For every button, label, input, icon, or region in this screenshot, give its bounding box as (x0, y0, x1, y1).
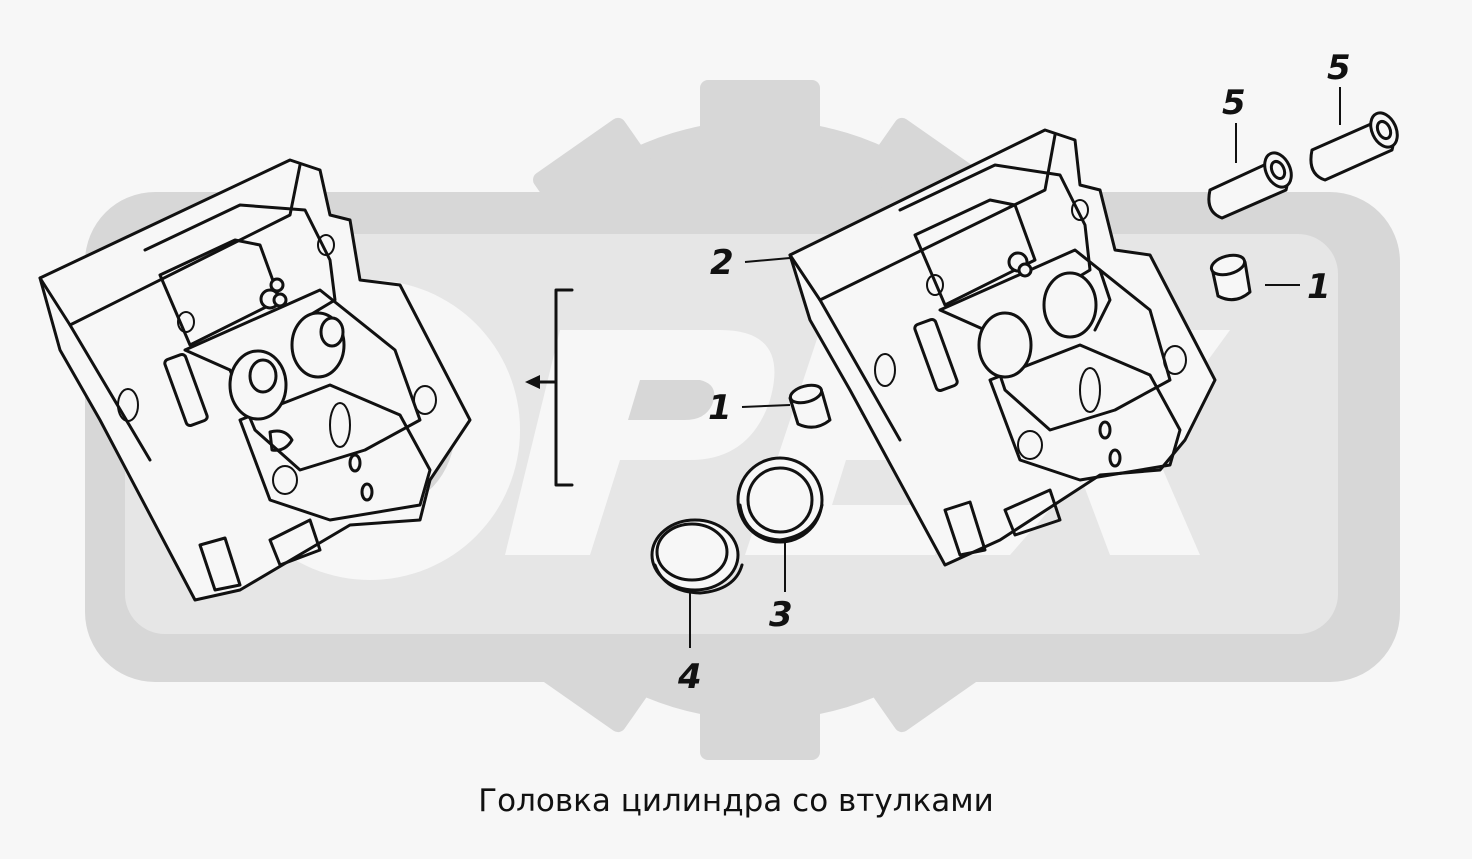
valve-seat-ring-small (650, 518, 744, 595)
valve-seat-ring-large (736, 456, 824, 544)
valve-seat-insert-small-left (788, 383, 832, 429)
valve-guide-right (1309, 111, 1399, 182)
leader-lines (689, 87, 1341, 648)
cylinder-head-bare (788, 128, 1217, 567)
callout-5-left: 5 (1222, 83, 1246, 123)
valve-guide-left (1207, 151, 1293, 220)
callout-1-right: 1 (1307, 267, 1331, 307)
callout-5-right: 5 (1327, 48, 1351, 88)
cylinder-head-assembled (38, 158, 472, 602)
callout-3: 3 (769, 595, 793, 635)
callout-4: 4 (677, 657, 702, 697)
assembly-bracket (525, 288, 574, 487)
valve-seat-insert-small-right (1209, 253, 1252, 302)
callout-2: 2 (710, 243, 734, 283)
callout-1-left: 1 (708, 388, 732, 428)
diagram-caption: Головка цилиндра со втулками (478, 783, 994, 819)
